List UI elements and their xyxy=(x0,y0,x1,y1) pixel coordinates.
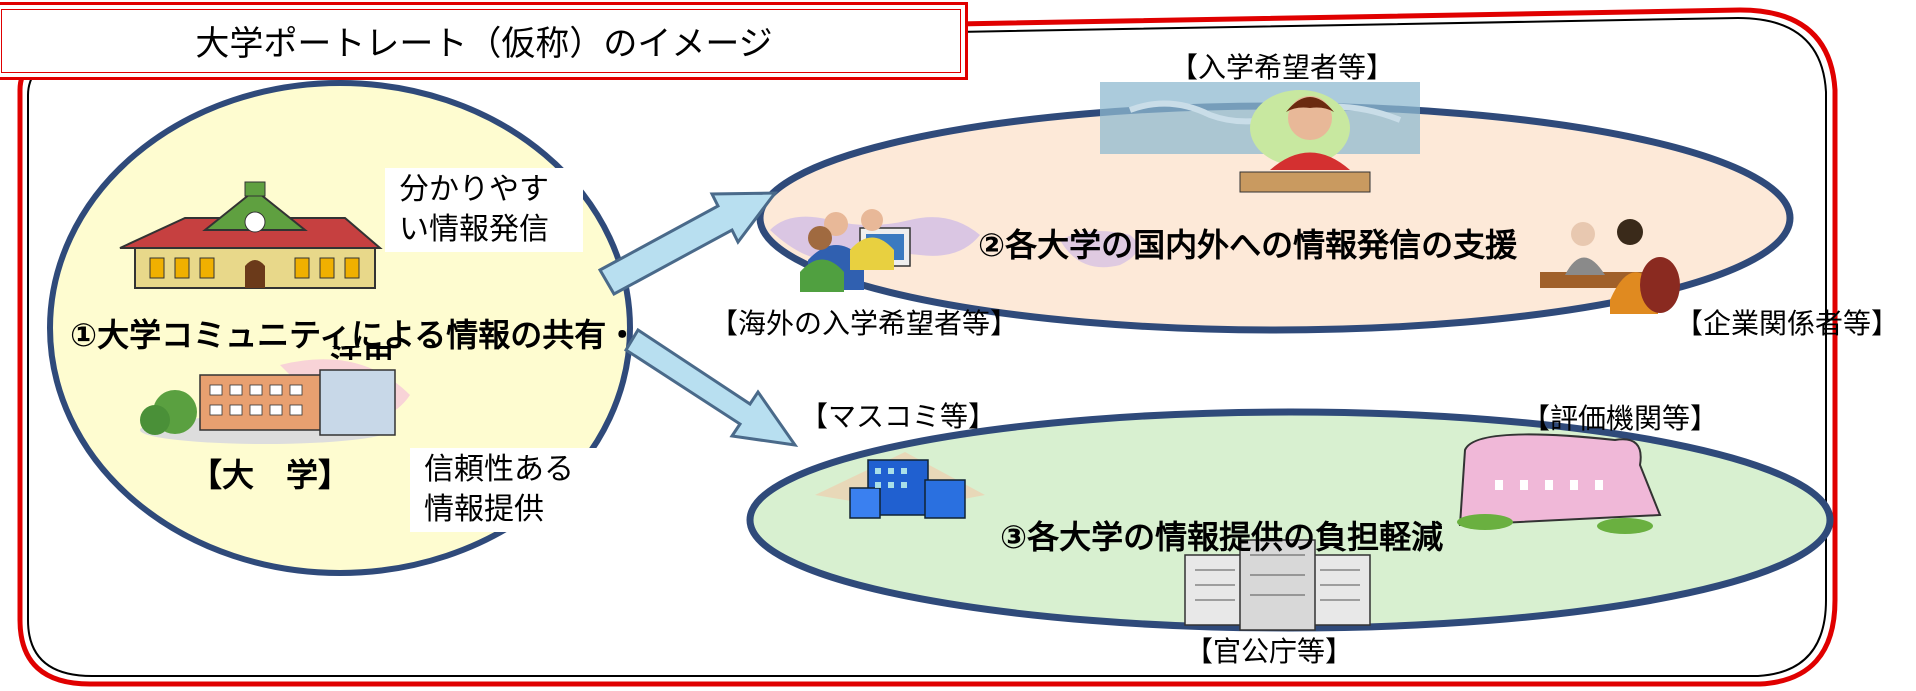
arrow-to-upper xyxy=(597,191,779,297)
media-building-icon xyxy=(815,452,985,519)
label-prospective-students: 【入学希望者等】 xyxy=(1170,51,1395,84)
left-circle-main-label: ①大学コミュニティによる情報の共有・ xyxy=(70,316,639,354)
label-overseas-students: 【海外の入学希望者等】 xyxy=(710,307,1019,340)
upper-ellipse-main-label: ②各大学の国内外への情報発信の支援 xyxy=(978,226,1518,264)
university-label: 【大 学】 xyxy=(190,456,351,494)
government-building-icon xyxy=(1184,539,1371,631)
callout-reliable-info: 信頼性ある 情報提供 xyxy=(410,448,603,532)
callout-reliable-info-line2: 情報提供 xyxy=(424,492,544,527)
evaluation-agency-icon xyxy=(1457,433,1662,534)
lower-ellipse-main-label: ③各大学の情報提供の負担軽減 xyxy=(1000,518,1444,556)
old-university-icon xyxy=(119,181,383,289)
label-media: 【マスコミ等】 xyxy=(800,400,997,433)
students-computer-icon xyxy=(800,209,911,292)
callout-easy-info-line2: い情報発信 xyxy=(399,212,549,247)
left-circle-main-label-cont: 活用 xyxy=(330,346,394,360)
student-reading-icon xyxy=(1100,82,1420,193)
callout-easy-info: 分かりやす い情報発信 xyxy=(385,168,583,252)
modern-university-icon xyxy=(140,359,410,444)
callout-easy-info-line1: 分かりやす xyxy=(399,172,549,207)
label-evaluation-agencies: 【評価機関等】 xyxy=(1522,402,1719,435)
label-companies: 【企業関係者等】 xyxy=(1675,307,1900,340)
arrow-to-lower xyxy=(623,327,799,447)
label-government: 【官公庁等】 xyxy=(1185,635,1354,668)
diagram-title: 大学ポートレート（仮称）のイメージ xyxy=(195,24,773,64)
callout-reliable-info-line1: 信頼性ある xyxy=(424,452,574,487)
business-meeting-icon xyxy=(1540,219,1680,314)
title-box: 大学ポートレート（仮称）のイメージ xyxy=(0,2,968,80)
